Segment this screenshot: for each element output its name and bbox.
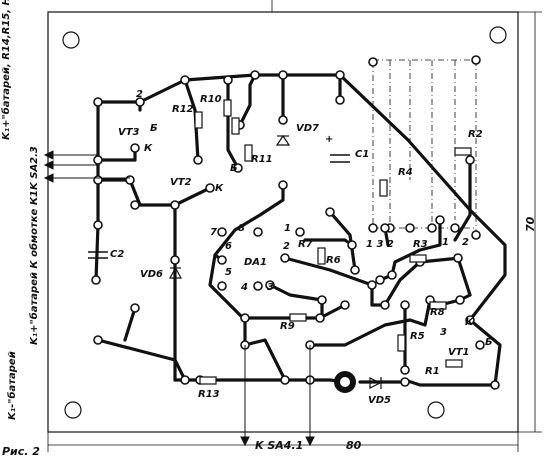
jumpers (372, 59, 477, 235)
mark-3-vt1: 3 (440, 327, 447, 338)
label-r12: R12 (172, 104, 194, 115)
label-r9: R9 (280, 321, 295, 332)
capacitors (88, 154, 350, 259)
mark-b-vt2: Б (230, 163, 238, 174)
dim-height: 70 (524, 216, 537, 232)
mark-k-vt1: К (465, 317, 474, 328)
mark-1-r: 1 (442, 237, 449, 248)
ic-pin-1: 1 (284, 223, 291, 234)
label-r7: R7 (298, 239, 313, 250)
caption: Рис. 2 (2, 445, 40, 458)
conn-sa23: K SA2.3 (29, 146, 40, 190)
label-c2: C2 (110, 249, 125, 260)
ic-pin-2: 2 (283, 241, 290, 252)
label-r3: R3 (413, 239, 428, 250)
ic-pin-4: 4 (241, 282, 248, 293)
label-vd7: VD6 (140, 269, 163, 280)
mark-k-vt2: К (215, 183, 224, 194)
mark-b-vt1: Б (485, 337, 493, 348)
dim-width: 80 (346, 439, 362, 452)
conn-left-bottom: K₁-"батарей (7, 351, 18, 420)
diodes (168, 134, 382, 389)
label-r4: R4 (398, 167, 413, 178)
mounting-holes (62, 26, 507, 419)
ic-pin-6: 6 (225, 241, 232, 252)
resistor-bodies (194, 99, 472, 385)
label-vt2: VT2 (170, 177, 192, 188)
ic-pin-5: 5 (225, 267, 232, 278)
label-vd5: VD5 (368, 395, 391, 406)
label-r11: R11 (251, 154, 273, 165)
pads (91, 55, 500, 390)
label-c1: C1 (355, 149, 370, 160)
conn-bottom: K SA4.1 (255, 439, 304, 452)
label-r2: R2 (468, 129, 483, 140)
ic-pin-7: 7 (210, 227, 217, 238)
label-r5: R5 (410, 331, 425, 342)
label-r8: R8 (430, 307, 445, 318)
label-vd6: VD7 (296, 123, 319, 134)
mark-2-top: 2 (136, 89, 143, 100)
input-arrows (43, 150, 315, 447)
conn-left-mid: K₁+"батарей К обмотке К1 (29, 190, 40, 345)
ic-pin-3: 3 (267, 282, 274, 293)
mark-b-vt3: Б (150, 123, 158, 134)
label-r1: R1 (425, 366, 440, 377)
conn-left-top: K₁+"батарей, R14,R15, HL1-HL4 (1, 0, 12, 140)
mark-k-vt3: К (144, 143, 153, 154)
mark-2-r: 2 (462, 237, 469, 248)
mark-plus-c1: + (325, 134, 334, 145)
label-r10: R10 (200, 94, 222, 105)
label-r13: R13 (198, 389, 220, 400)
label-vt3: VT3 (118, 127, 140, 138)
ic-pin-8: 8 (238, 223, 245, 234)
label-r6: R6 (326, 255, 341, 266)
board-outline (47, 11, 519, 433)
label-vt1: VT1 (448, 347, 470, 358)
label-da1: DA1 (244, 257, 267, 268)
mark-132: 1 3 2 (366, 239, 394, 250)
